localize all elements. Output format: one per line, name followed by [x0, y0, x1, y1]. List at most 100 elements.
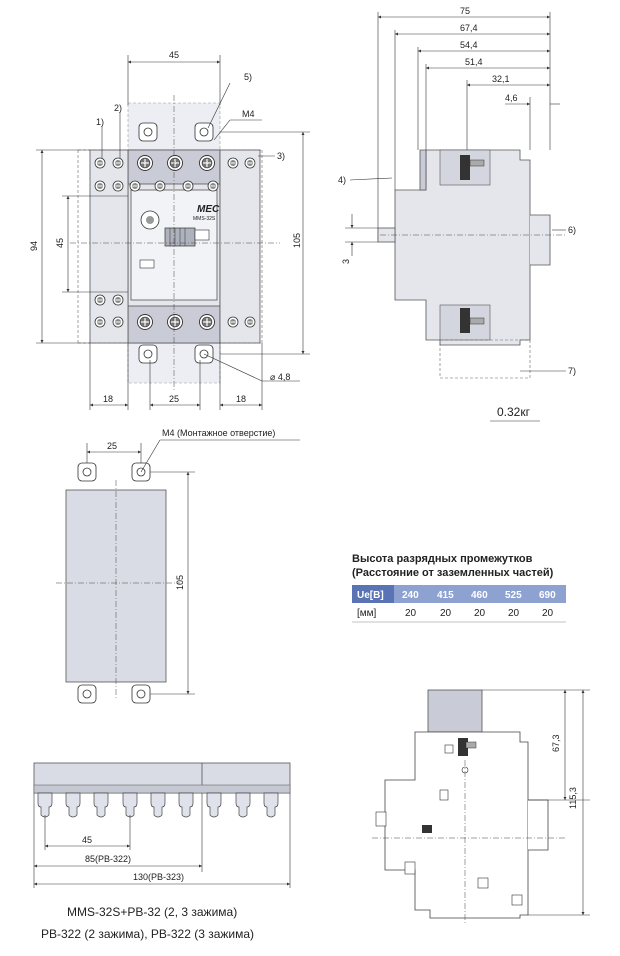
- table-cell-0: [мм]: [357, 608, 377, 619]
- aux-screw-icon: [94, 316, 106, 328]
- callout-6: 6): [568, 225, 576, 235]
- side2-screw-icon: [458, 738, 468, 756]
- dim-4-6: 4,6: [505, 93, 518, 103]
- aux-screw-icon: [94, 157, 106, 169]
- table-header-first-cell: [352, 585, 394, 603]
- dim-54-4: 54,4: [460, 40, 478, 50]
- dim-75: 75: [460, 6, 470, 16]
- aux-screw-icon: [244, 316, 256, 328]
- callout-5: 5): [244, 72, 252, 82]
- table-cell-1: 20: [405, 608, 417, 619]
- callout-4: 4): [338, 175, 346, 185]
- side2-dim-115-3: 115,3: [568, 787, 578, 809]
- dim-height-105: 105: [292, 233, 302, 248]
- table-header-row: [394, 585, 566, 603]
- front-view: MEC MMS-32S 45 94 45 105: [29, 50, 310, 410]
- test-button: [139, 259, 155, 269]
- dim-hole-diameter: ⌀ 4,8: [270, 372, 290, 382]
- busbar-finger-icon: [37, 792, 53, 818]
- bracket-ear-icon: [77, 684, 97, 704]
- small-screw-icon: [207, 180, 219, 192]
- mounting-ear-icon: [138, 344, 158, 364]
- device-brand: MEC: [197, 204, 220, 215]
- callout-1: 1): [96, 117, 104, 127]
- table-header-0: Ue[В]: [357, 590, 384, 601]
- side-top-lip: [419, 149, 427, 191]
- busbar-finger-icon: [235, 792, 251, 818]
- dim-32-1: 32,1: [492, 74, 510, 84]
- busbar-finger-icon: [263, 792, 279, 818]
- busbar-view: 45 85(PB-322) 130(PB-323) MMS-32S+PB-32 …: [33, 762, 291, 941]
- busbar-dim-130: 130(PB-323): [133, 872, 184, 882]
- table-title-line1: Высота разрядных промежутков: [352, 553, 533, 565]
- busbar-dim-45: 45: [82, 835, 92, 845]
- bracket-dim-105: 105: [175, 575, 185, 590]
- mounting-ear-icon: [194, 122, 214, 142]
- table-cell-3: 20: [474, 608, 486, 619]
- aux-screw-icon: [244, 157, 256, 169]
- side2-dim-67-3: 67,3: [551, 734, 561, 752]
- terminal-screw-icon: [198, 313, 216, 331]
- busbar-caption-2: PB-322 (2 зажима), PB-322 (3 зажима): [41, 927, 254, 941]
- table-header-4: 525: [505, 590, 522, 601]
- dim-3: 3: [341, 259, 351, 264]
- side-view: 75 67,4 54,4 51,4 32,1 4,6: [338, 6, 576, 422]
- din-clip: [530, 214, 551, 266]
- small-screw-icon: [154, 180, 166, 192]
- table-header-5: 690: [539, 590, 556, 601]
- aux-screw-icon: [94, 294, 106, 306]
- mounting-ear-icon: [138, 122, 158, 142]
- bracket-ear-icon: [131, 684, 151, 704]
- dim-bottom-right: 18: [236, 394, 246, 404]
- terminal-screw-icon: [166, 154, 184, 172]
- bracket-ear-icon: [77, 462, 97, 482]
- busbar-finger-icon: [93, 792, 109, 818]
- dim-top-width: 45: [169, 50, 179, 60]
- bracket-m4-label: M4 (Монтажное отверстие): [162, 428, 275, 438]
- table-header-1: 240: [402, 590, 419, 601]
- dial-center: [146, 216, 154, 224]
- dim-height-94: 94: [29, 241, 39, 251]
- busbar-dim-85: 85(PB-322): [85, 854, 131, 864]
- busbar-finger-icon: [150, 792, 166, 818]
- weight-label: 0.32кг: [497, 405, 531, 419]
- table-header-3: 460: [471, 590, 488, 601]
- aux-block-left: [89, 149, 129, 344]
- terminal-screw-icon: [136, 154, 154, 172]
- table-cell-5: 20: [542, 608, 554, 619]
- callout-7: 7): [568, 366, 576, 376]
- terminal-screw-icon: [136, 313, 154, 331]
- small-screw-icon: [129, 180, 141, 192]
- dim-bottom-mid: 25: [169, 394, 179, 404]
- aux-screw-icon: [227, 157, 239, 169]
- dim-67-4: 67,4: [460, 23, 478, 33]
- aux-screw-icon: [112, 294, 124, 306]
- busbar-finger-icon: [178, 792, 194, 818]
- aux-screw-icon: [112, 316, 124, 328]
- table-header-2: 415: [437, 590, 454, 601]
- aux-screw-icon: [94, 180, 106, 192]
- dim-bottom-left: 18: [103, 394, 113, 404]
- busbar-finger-icon: [65, 792, 81, 818]
- callout-m4: M4: [242, 109, 255, 119]
- trip-indicator: [194, 229, 210, 241]
- busbar-caption-1: MMS-32S+PB-32 (2, 3 зажима): [67, 905, 237, 919]
- aux-screw-icon: [227, 316, 239, 328]
- busbar-finger-icon: [122, 792, 138, 818]
- terminal-screw-icon: [166, 313, 184, 331]
- table-cell-2: 20: [440, 608, 452, 619]
- aux-screw-icon: [112, 157, 124, 169]
- dim-inner-45: 45: [55, 238, 65, 248]
- bracket-view: 25 M4 (Монтажное отверстие) 105: [56, 428, 300, 704]
- callout-3: 3): [277, 151, 285, 161]
- table-title-line2: (Расстояние от заземленных частей): [352, 567, 554, 579]
- callout-2: 2): [114, 103, 122, 113]
- bracket-dim-25: 25: [107, 441, 117, 451]
- aux-screw-icon: [112, 180, 124, 192]
- side-envelope: [439, 339, 531, 379]
- side-screw-top-icon: [460, 155, 470, 180]
- small-screw-icon: [182, 180, 194, 192]
- aux-block-right: [219, 149, 261, 344]
- side-view-2: 67,3 115,3: [372, 689, 590, 925]
